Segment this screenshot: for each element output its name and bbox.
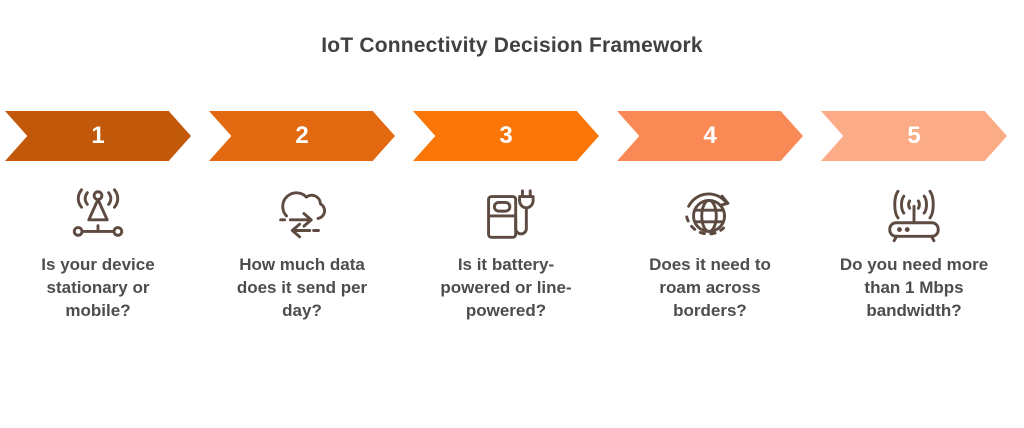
step-arrow-1: 1 bbox=[5, 111, 191, 161]
steps-row: 1 Is your device stationary bbox=[0, 111, 1024, 322]
step-question: Does it need to roam across borders? bbox=[649, 255, 771, 320]
step-column-5: 5 Do you need bbox=[821, 111, 1007, 322]
step-question: Is your device stationary or mobile? bbox=[41, 255, 155, 320]
step-column-1: 1 Is your device stationary bbox=[5, 111, 191, 322]
step-column-4: 4 Does it need to roam across borders? bbox=[617, 111, 803, 322]
step-arrow-5: 5 bbox=[821, 111, 1007, 161]
antenna-node-icon bbox=[67, 182, 129, 248]
step-column-3: 3 Is it battery- powered or line- powere… bbox=[413, 111, 599, 322]
step-number: 3 bbox=[499, 122, 513, 149]
step-column-2: 2 How much data does it send per day? bbox=[209, 111, 395, 322]
step-number: 4 bbox=[703, 122, 717, 149]
step-number: 1 bbox=[91, 122, 105, 149]
step-question: Is it battery- powered or line- powered? bbox=[440, 255, 572, 320]
step-arrow-4: 4 bbox=[617, 111, 803, 161]
step-arrow-3: 3 bbox=[413, 111, 599, 161]
cloud-transfer-icon bbox=[271, 182, 333, 248]
charging-station-icon bbox=[475, 182, 537, 248]
step-number: 5 bbox=[907, 122, 921, 149]
wifi-router-icon bbox=[883, 182, 945, 248]
page-title: IoT Connectivity Decision Framework bbox=[321, 34, 703, 57]
globe-roaming-icon bbox=[679, 182, 741, 248]
step-arrow-2: 2 bbox=[209, 111, 395, 161]
step-question: How much data does it send per day? bbox=[236, 255, 368, 320]
step-question: Do you need more than 1 Mbps bandwidth? bbox=[839, 255, 989, 320]
step-number: 2 bbox=[295, 122, 309, 149]
